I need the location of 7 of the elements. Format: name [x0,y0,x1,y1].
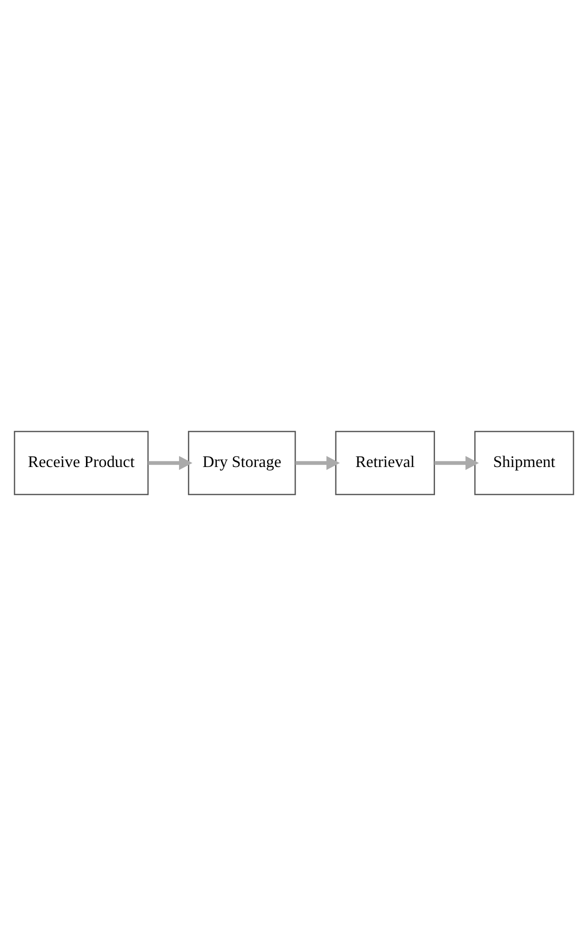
node-box: Dry Storage [188,430,296,495]
node-box: Retrieval [335,430,435,495]
arrow [148,455,192,470]
arrow [434,455,479,470]
node-box: Shipment [474,430,574,495]
arrow [295,455,340,470]
node-box: Receive Product [14,430,149,495]
